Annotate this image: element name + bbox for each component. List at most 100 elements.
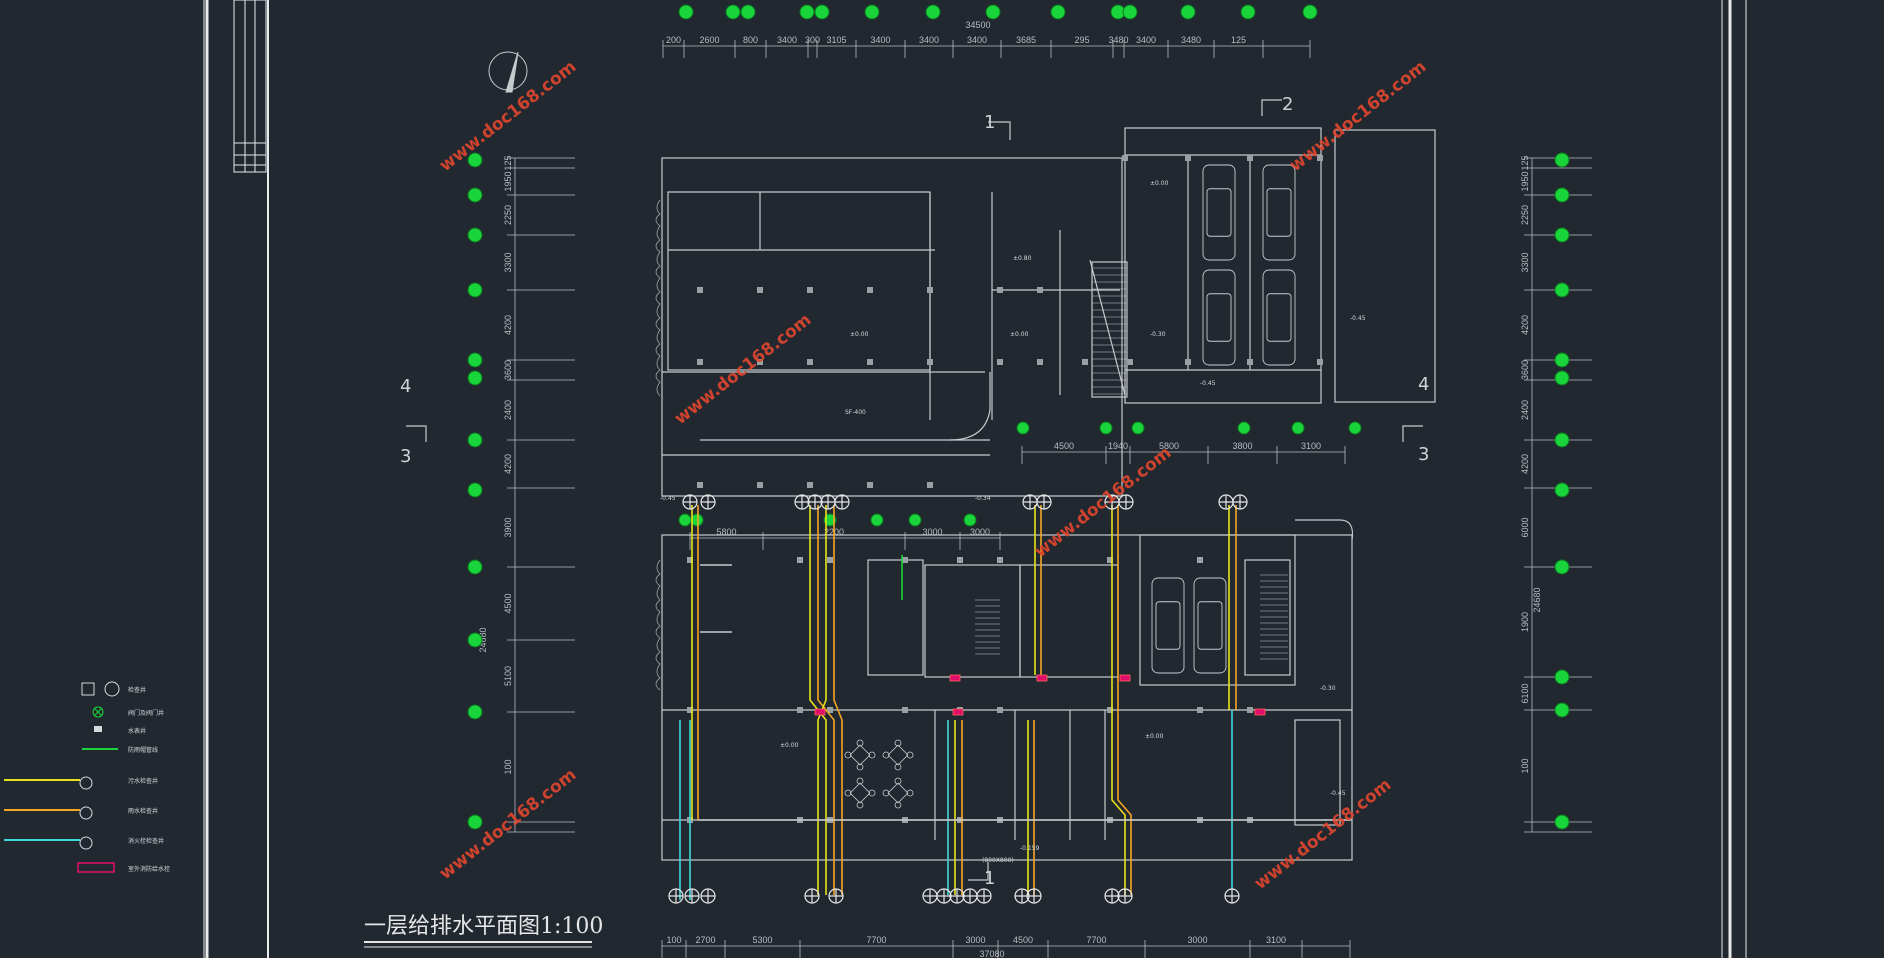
axis-bubble-circle [1554,370,1570,386]
legend-label-7: 室外消防给水栓 [128,865,170,873]
dimension-text: 100 [503,759,513,774]
pipe-end-cross [795,495,809,509]
car-body [1262,164,1296,261]
column [697,359,703,365]
column [927,482,933,488]
pipe-end-icon [668,888,684,904]
pipe-end-cross [1023,495,1037,509]
legend-label-1: 阀门及阀门井 [128,709,164,717]
axis-bubble-circle [467,152,483,168]
pipe-end-cross [669,889,683,903]
column [697,482,703,488]
axis-bubble [864,4,880,20]
axis-bubble [1302,4,1318,20]
pipe-end-icon [962,888,978,904]
axis-bubble-circle [1554,187,1570,203]
dimension-text: 3105 [826,35,846,45]
pipe-end-icon [1118,494,1134,510]
axis-bubble [467,352,483,368]
dimension-text: 7700 [866,935,886,945]
axis-bubble-circle [1554,227,1570,243]
chair [844,789,852,797]
axis-bubble-circle [799,4,815,20]
pipe-end-icon [834,494,850,510]
legend-circle-cyan-icon [79,836,93,850]
shrub-edge [655,199,661,691]
pipe-end-cross [1225,889,1239,903]
dimension-text: 3400 [870,35,890,45]
axis-bubble-circle [870,513,884,527]
legend-label-6: 消火栓检查井 [128,837,164,845]
column [867,359,873,365]
axis-bubble [1291,421,1305,435]
pipe-end-cross [950,889,964,903]
dimension-text: 3000 [1187,935,1207,945]
column [827,707,833,713]
section-mark-4-left: 4 [400,376,411,397]
dimension-text: 5300 [752,935,772,945]
dimension-text: 300 [805,35,820,45]
elevation-label: ±0.00 [780,742,799,749]
pipe-end-cross [701,889,715,903]
car-icon [1262,269,1296,366]
axis-bubble-circle [925,4,941,20]
elevation-label-room: ±0.80 [1013,255,1032,262]
legend-valve-icon [92,706,104,718]
column [807,482,813,488]
dimension-text: 125 [503,155,513,170]
dimension-text: 4200 [1520,454,1530,474]
axis-bubble-circle [1554,559,1570,575]
legend-label-5: 雨水检查井 [128,807,158,815]
drawing-frame [203,0,1747,958]
pipe-end-cross [1105,495,1119,509]
pipe-end-icon [1036,494,1052,510]
axis-bubble-circle [467,227,483,243]
valve-symbols [814,674,1266,716]
axis-bubble-circle [1554,814,1570,830]
dimension-text: 200 [666,35,681,45]
axis-bubble-circle [678,513,692,527]
valve-icon [952,708,964,716]
chair [844,751,852,759]
dimension-text: 4200 [503,315,513,335]
section-mark-3-right: 3 [1418,444,1429,465]
axis-bubble [467,482,483,498]
legend-circle-yellow-icon [79,776,93,790]
pipe-end-icon [794,494,810,510]
pipe-end-icon [936,888,952,904]
axis-bubble [1554,482,1570,498]
dining-table-icon [844,739,876,771]
chair [906,789,914,797]
dimension-text: 3000 [922,527,942,537]
column [1317,359,1323,365]
axis-bubble [1237,421,1251,435]
axis-bubble [690,513,704,527]
column [927,287,933,293]
axis-bubble [814,4,830,20]
column [1037,287,1043,293]
axis-bubble [963,513,977,527]
dimension-text: 4200 [1520,315,1530,335]
column [797,557,803,563]
column [1317,155,1323,161]
axis-bubble-circle [1131,421,1145,435]
dimension-text: 5100 [503,666,513,686]
column [1247,155,1253,161]
chair [868,751,876,759]
dimension-text: 4500 [1013,935,1033,945]
axis-bubble-circle [467,370,483,386]
axis-bubble-circle [1050,4,1066,20]
column [1185,359,1191,365]
axis-bubble [467,704,483,720]
legend-label-0: 检查井 [128,686,146,694]
top-overall-dimension: 34500 [965,20,990,30]
car-cabin [1266,293,1292,342]
axis-bubble [1099,421,1113,435]
column [797,707,803,713]
elevation-label: ±0.00 [1145,733,1164,740]
dimension-text: 3300 [503,252,513,272]
axis-bubble-circle [467,282,483,298]
dimension-text: 3600 [503,360,513,380]
chair [856,777,864,785]
